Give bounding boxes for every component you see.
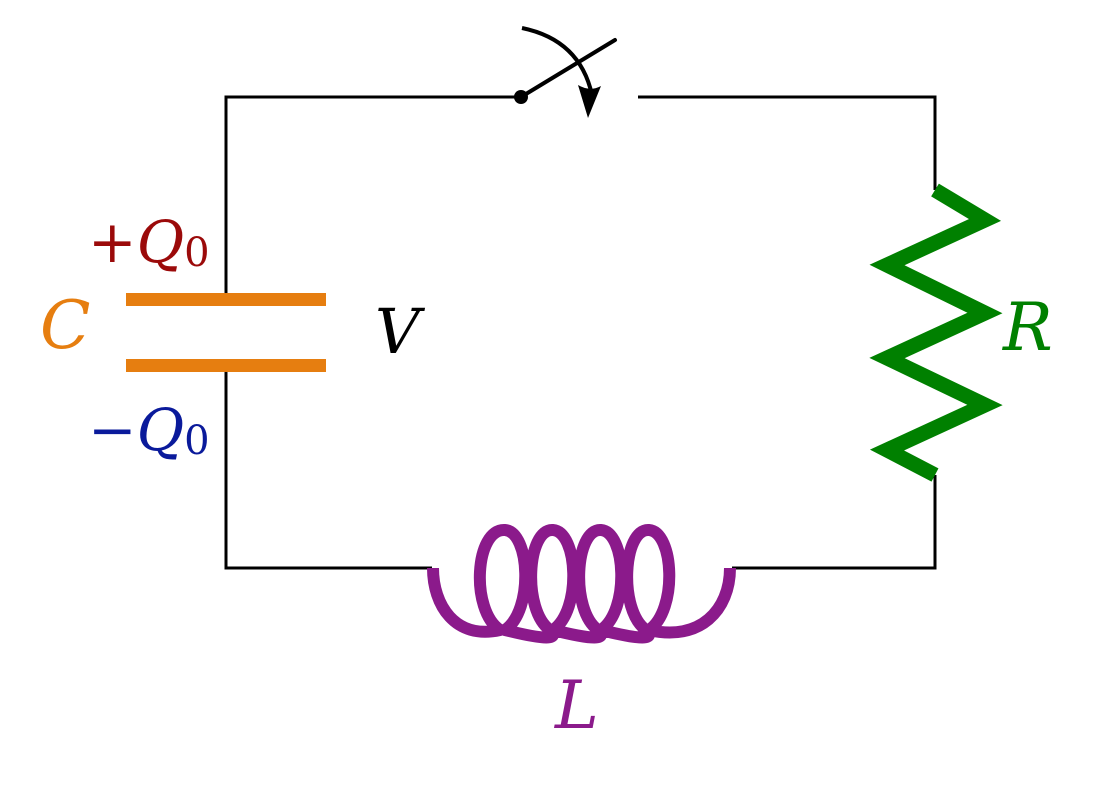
capacitor-plate-bottom <box>126 359 326 372</box>
wire-top-right <box>638 95 937 190</box>
switch-blade <box>519 38 617 99</box>
positive-charge-subscript: 0 <box>184 230 209 276</box>
switch-pivot <box>514 90 528 104</box>
wire-right-lower <box>732 475 937 570</box>
negative-charge-symbol: Q <box>137 396 185 464</box>
resistor-label: R <box>1002 289 1053 366</box>
circuit-wires <box>224 95 937 570</box>
negative-charge-subscript: 0 <box>184 418 209 464</box>
positive-sign: + <box>88 208 137 276</box>
switch-arrow-head-icon <box>578 85 601 118</box>
wire-top-left <box>224 95 520 295</box>
switch-closing-arc <box>521 26 594 96</box>
switch <box>514 26 617 118</box>
inductor-label: L <box>554 667 599 744</box>
capacitor-plate-top <box>126 293 326 306</box>
resistor-zigzag <box>869 183 1003 482</box>
positive-charge-label: +Q0 <box>88 208 210 276</box>
negative-sign: − <box>88 396 137 464</box>
negative-charge-label: −Q0 <box>88 396 210 464</box>
voltage-label: V <box>375 295 426 368</box>
inductor-coil <box>427 524 736 644</box>
wire-bottom-left <box>224 365 432 570</box>
positive-charge-symbol: Q <box>137 208 185 276</box>
capacitor-label: C <box>40 287 91 364</box>
capacitor <box>126 293 326 372</box>
